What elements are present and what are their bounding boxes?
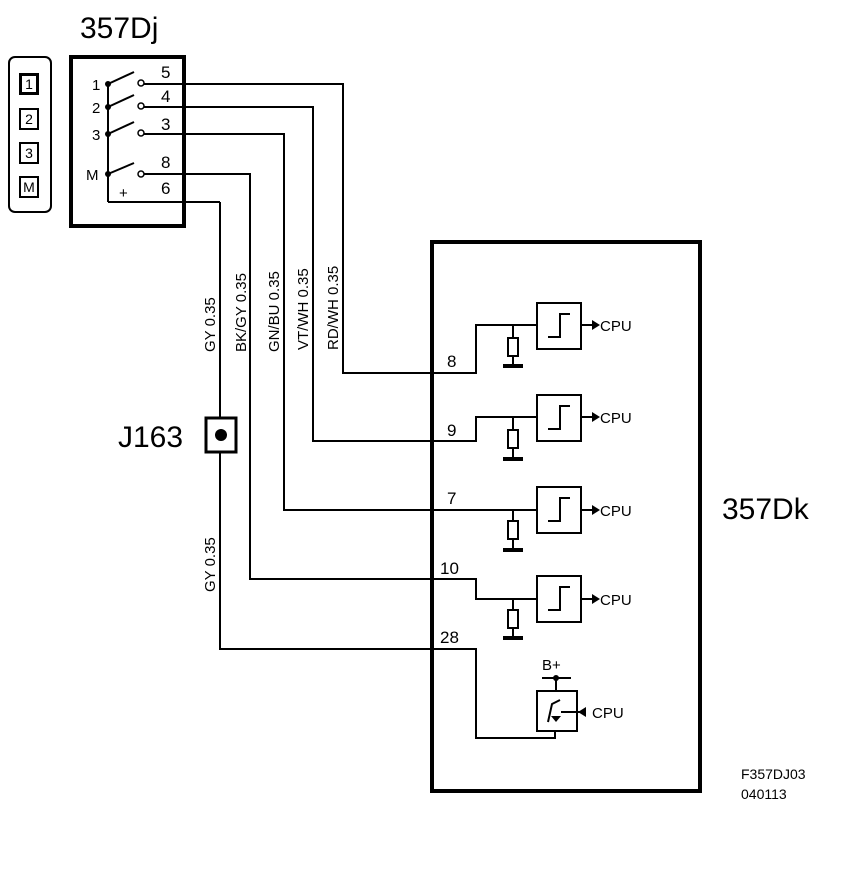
legend-key-1: 1 xyxy=(19,73,39,95)
wire-gn-bu xyxy=(144,133,432,511)
svg-text:2: 2 xyxy=(25,111,33,127)
plus-sign: + xyxy=(119,185,128,202)
svg-text:1: 1 xyxy=(25,76,33,92)
module-pin-9: 9 xyxy=(447,421,456,440)
wiring xyxy=(144,83,432,650)
cpu-label: CPU xyxy=(592,705,624,722)
input-channel-pin-8: 8 CPU xyxy=(432,302,632,374)
legend-key-3: 3 xyxy=(19,142,39,164)
module-pin-28: 28 xyxy=(440,628,459,647)
svg-text:3: 3 xyxy=(25,145,33,161)
legend-key-m: M xyxy=(19,176,39,198)
svg-text:M: M xyxy=(23,179,35,195)
wire-label-bk-gy: BK/GY 0.35 xyxy=(233,273,250,352)
wire-label-rd-wh: RD/WH 0.35 xyxy=(325,266,342,350)
wire-rd-wh xyxy=(144,83,432,374)
supply-label: B+ xyxy=(542,657,561,674)
arrow-right-icon xyxy=(592,505,600,515)
pin-number-4: 4 xyxy=(161,87,170,106)
arrow-left-icon xyxy=(578,707,586,717)
pin-number-6: 6 xyxy=(161,179,170,198)
junction-j163: J163 xyxy=(118,416,238,454)
switch-label-m: M xyxy=(86,167,99,184)
switch-label-1: 1 xyxy=(92,77,100,94)
figure-code: F357DJ03 xyxy=(741,766,806,782)
switch-label-2: 2 xyxy=(92,100,100,117)
pin-number-8: 8 xyxy=(161,153,170,172)
switch-block-title: 357Dj xyxy=(80,12,158,45)
module-pin-10: 10 xyxy=(440,559,459,578)
input-channel-pin-10: 10 CPU xyxy=(432,559,632,640)
cpu-label: CPU xyxy=(600,410,632,427)
cpu-label: CPU xyxy=(600,503,632,520)
wire-gy xyxy=(219,202,432,650)
output-channel-pin-28: 28 B+ CPU xyxy=(432,628,624,739)
pin-number-5: 5 xyxy=(161,63,170,82)
arrow-right-icon xyxy=(592,320,600,330)
wire-bk-gy xyxy=(144,173,432,580)
switch-key-legend: 1 2 3 M xyxy=(8,56,52,213)
wire-label-gy-lower: GY 0.35 xyxy=(202,537,219,592)
module-pin-7: 7 xyxy=(447,489,456,508)
arrow-right-icon xyxy=(592,594,600,604)
input-channel-pin-7: 7 CPU xyxy=(432,486,632,552)
wire-labels: RD/WH 0.35 VT/WH 0.35 GN/BU 0.35 BK/GY 0… xyxy=(202,266,342,592)
wire-label-gy-upper: GY 0.35 xyxy=(202,297,219,352)
module-pin-8: 8 xyxy=(447,352,456,371)
wire-label-gn-bu: GN/BU 0.35 xyxy=(266,271,283,352)
arrow-right-icon xyxy=(592,412,600,422)
date-code: 040113 xyxy=(741,786,787,802)
module-title: 357Dk xyxy=(722,493,810,526)
wire-label-vt-wh: VT/WH 0.35 xyxy=(295,268,312,350)
cpu-label: CPU xyxy=(600,592,632,609)
pin-number-3: 3 xyxy=(161,115,170,134)
wire-vt-wh xyxy=(144,106,432,442)
legend-key-2: 2 xyxy=(19,108,39,130)
junction-label: J163 xyxy=(118,421,183,454)
switch-block: 1 2 3 M + 5 4 3 8 6 xyxy=(69,55,220,228)
control-module: 357Dk 8 CPU 9 CPU xyxy=(430,240,810,793)
switch-label-3: 3 xyxy=(92,127,100,144)
input-channel-pin-9: 9 CPU xyxy=(432,394,632,461)
cpu-label: CPU xyxy=(600,318,632,335)
